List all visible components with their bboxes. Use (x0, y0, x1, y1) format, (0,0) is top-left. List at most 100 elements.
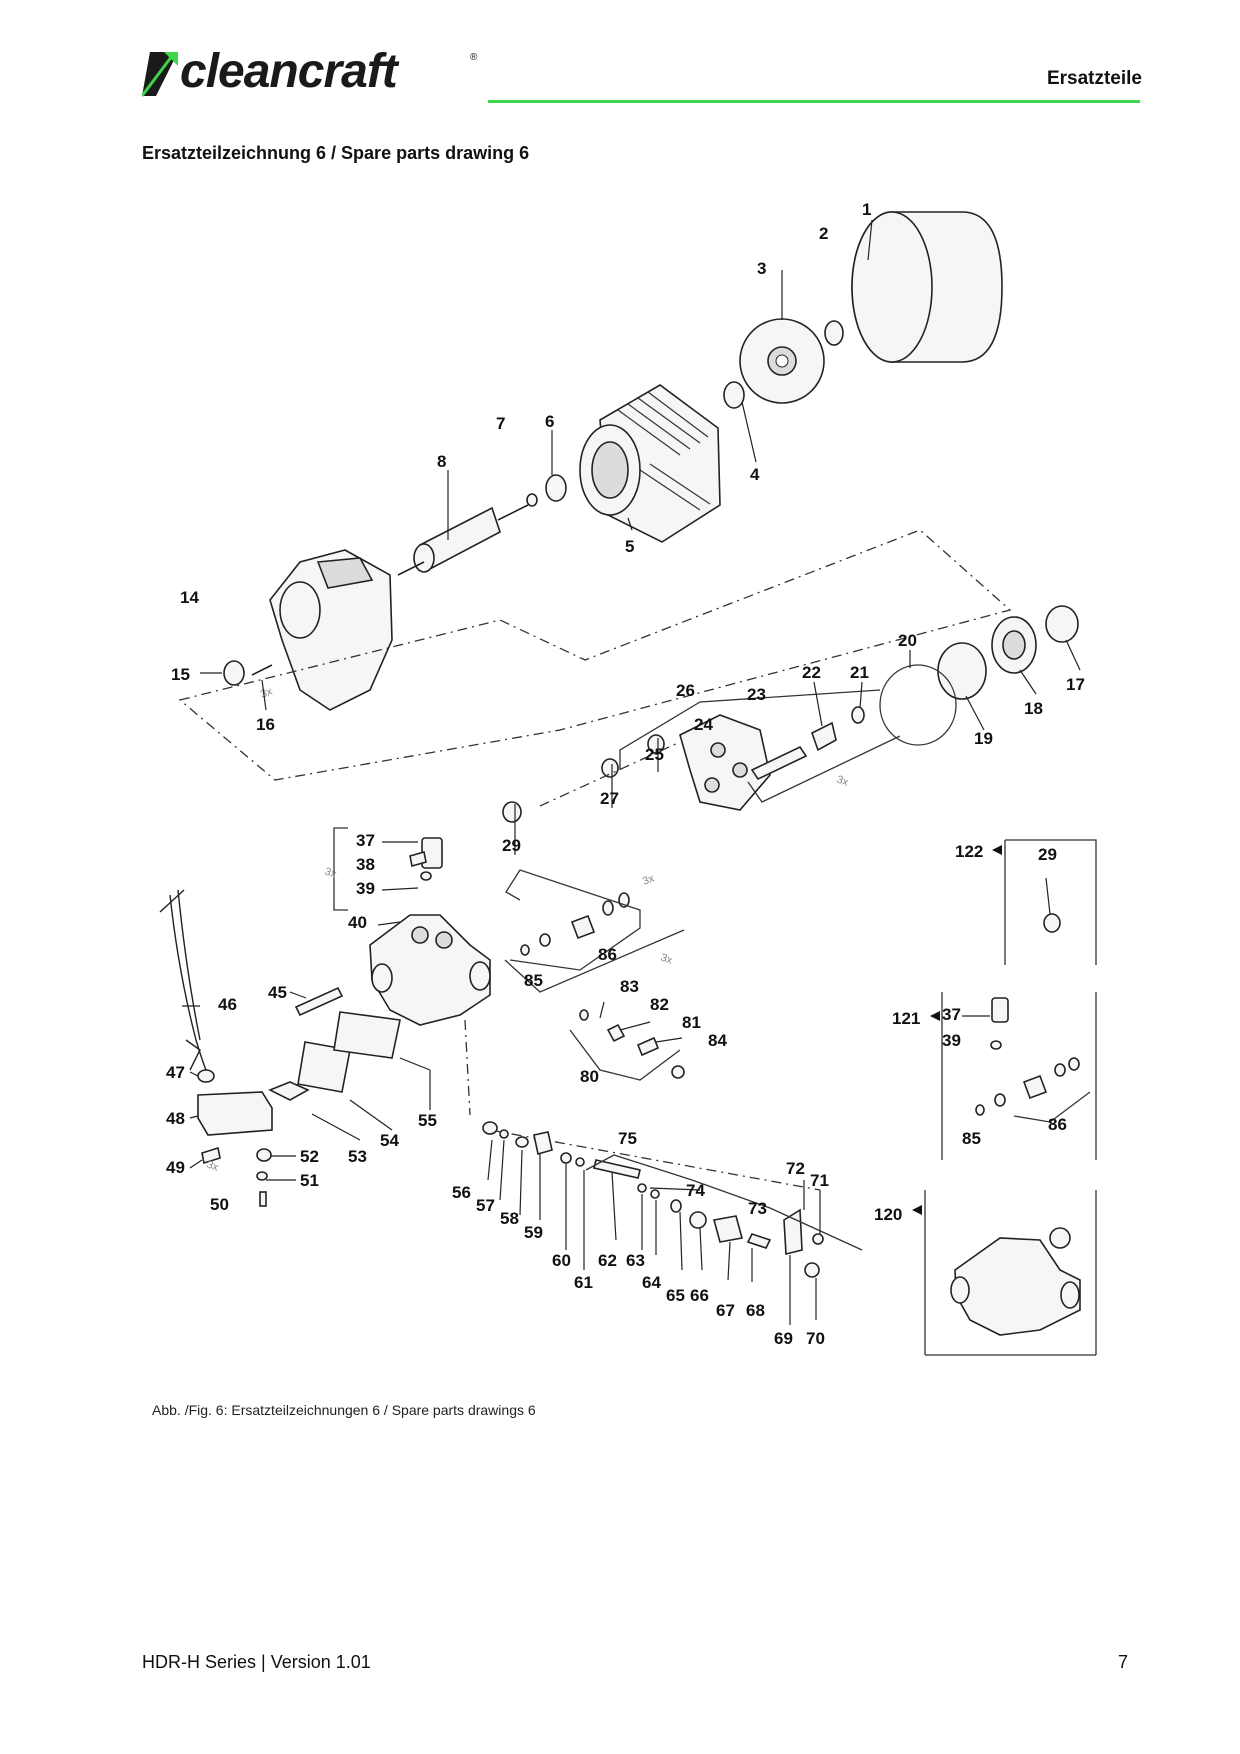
svg-text:3x: 3x (323, 866, 338, 881)
footer-page-number: 7 (1117, 1652, 1128, 1672)
part-label-56: 56 (452, 1183, 471, 1202)
cover-55 (333, 1011, 401, 1059)
part-label-52: 52 (300, 1147, 319, 1166)
part-label-67: 67 (716, 1301, 735, 1320)
svg-text:3x: 3x (659, 952, 674, 967)
part-label-122: 122 (955, 842, 983, 861)
page-header: cleancraft ® Ersatzteile (0, 0, 1240, 120)
part-label-80: 80 (580, 1067, 599, 1086)
part-label-70: 70 (806, 1329, 825, 1348)
detail-panel-121 (941, 992, 1097, 1160)
part-label-62: 62 (598, 1251, 617, 1270)
detail-panel-122 (1004, 839, 1097, 965)
brand-name: cleancraft (180, 45, 398, 98)
valve-set-bracket (505, 869, 641, 971)
kit-label-39: 39 (942, 1031, 961, 1050)
pump-bracket-26 (619, 689, 881, 770)
part-label-27: 27 (600, 789, 619, 808)
svg-text:3x: 3x (205, 1159, 220, 1174)
part-label-50: 50 (210, 1195, 229, 1214)
part-label-20: 20 (898, 631, 917, 650)
part-label-121: 121 (892, 1009, 920, 1028)
part-label-58: 58 (500, 1209, 519, 1228)
part-label-51: 51 (300, 1171, 319, 1190)
motor-assembly (223, 211, 1003, 711)
part-label-75: 75 (618, 1129, 637, 1148)
part-label-25: 25 (645, 745, 664, 764)
part-label-64: 64 (642, 1273, 661, 1292)
arrow-120-icon (912, 1205, 922, 1215)
bracket-75 (585, 1154, 863, 1251)
part-label-54: 54 (380, 1131, 399, 1150)
qty-markers: 3x 3x 3x 3x 3x 3x (205, 685, 850, 1174)
drawing-heading: Ersatzteilzeichnung 6 / Spare parts draw… (142, 143, 530, 163)
part-label-46: 46 (218, 995, 237, 1014)
valve-stem-axis (489, 1129, 821, 1191)
part-label-68: 68 (746, 1301, 765, 1320)
bypass-parts-80-84 (579, 1009, 685, 1079)
part-label-69: 69 (774, 1329, 793, 1348)
part-label-19: 19 (974, 729, 993, 748)
part-label-66: 66 (690, 1286, 709, 1305)
part-label-84: 84 (708, 1031, 727, 1050)
kit-label-29: 29 (1038, 845, 1057, 864)
exploded-parts-drawing: 3x 3x 3x 3x 3x 3x (159, 200, 1097, 1356)
part-label-8: 8 (437, 452, 446, 471)
svg-text:3x: 3x (259, 685, 274, 700)
screw-49 (201, 1146, 221, 1165)
part-label-82: 82 (650, 995, 669, 1014)
section-title: Ersatzteile (1046, 68, 1142, 89)
piston-axis-line (539, 741, 681, 807)
part-label-63: 63 (626, 1251, 645, 1270)
part-label-47: 47 (166, 1063, 185, 1082)
part-label-74: 74 (686, 1181, 705, 1200)
pump-housing-assembly (502, 605, 1079, 823)
detail-panel-120 (924, 1190, 1097, 1356)
part-label-7: 7 (496, 414, 505, 433)
part-label-39: 39 (356, 879, 375, 898)
switch-53 (268, 1081, 310, 1101)
bracket-80 (569, 1029, 681, 1081)
part-label-120: 120 (874, 1205, 902, 1224)
part-label-37: 37 (356, 831, 375, 850)
brand-registered-mark: ® (470, 52, 478, 63)
part-label-29: 29 (502, 836, 521, 855)
part-label-61: 61 (574, 1273, 593, 1292)
part-label-16: 16 (256, 715, 275, 734)
part-label-18: 18 (1024, 699, 1043, 718)
part-label-53: 53 (348, 1147, 367, 1166)
part-label-81: 81 (682, 1013, 701, 1032)
part-label-72: 72 (786, 1159, 805, 1178)
switch-box-48 (197, 1091, 273, 1136)
part-label-40: 40 (348, 913, 367, 932)
manifold-head (369, 914, 491, 1026)
part-label-57: 57 (476, 1196, 495, 1215)
part-label-22: 22 (802, 663, 821, 682)
part-label-21: 21 (850, 663, 869, 682)
part-label-14: 14 (180, 588, 199, 607)
part-label-45: 45 (268, 983, 287, 1002)
part-label-86: 86 (598, 945, 617, 964)
unloader-assembly (482, 1121, 824, 1278)
header-divider (488, 100, 1140, 103)
valve-group-bracket (333, 827, 348, 911)
figure-caption: Abb. /Fig. 6: Ersatzteilzeichnungen 6 / … (152, 1402, 536, 1418)
part-label-15: 15 (171, 665, 190, 684)
footer-document-version: HDR-H Series | Version 1.01 (142, 1652, 371, 1672)
part-label-3: 3 (757, 259, 766, 278)
pin-50 (259, 1191, 267, 1207)
valve-group-37-39 (409, 837, 443, 881)
part-label-73: 73 (748, 1199, 767, 1218)
screw-45 (294, 986, 344, 1017)
logo-mark-icon (140, 52, 178, 97)
arrow-122-icon (992, 845, 1002, 855)
kit-label-37: 37 (942, 1005, 961, 1024)
hose-46 (159, 889, 207, 1071)
piston-bracket (747, 735, 901, 803)
part-label-4: 4 (750, 465, 760, 484)
ring-51 (256, 1171, 268, 1181)
kit-label-86: 86 (1048, 1115, 1067, 1134)
arrow-121-icon (930, 1011, 940, 1021)
part-label-26: 26 (676, 681, 695, 700)
cap-52 (256, 1148, 272, 1162)
